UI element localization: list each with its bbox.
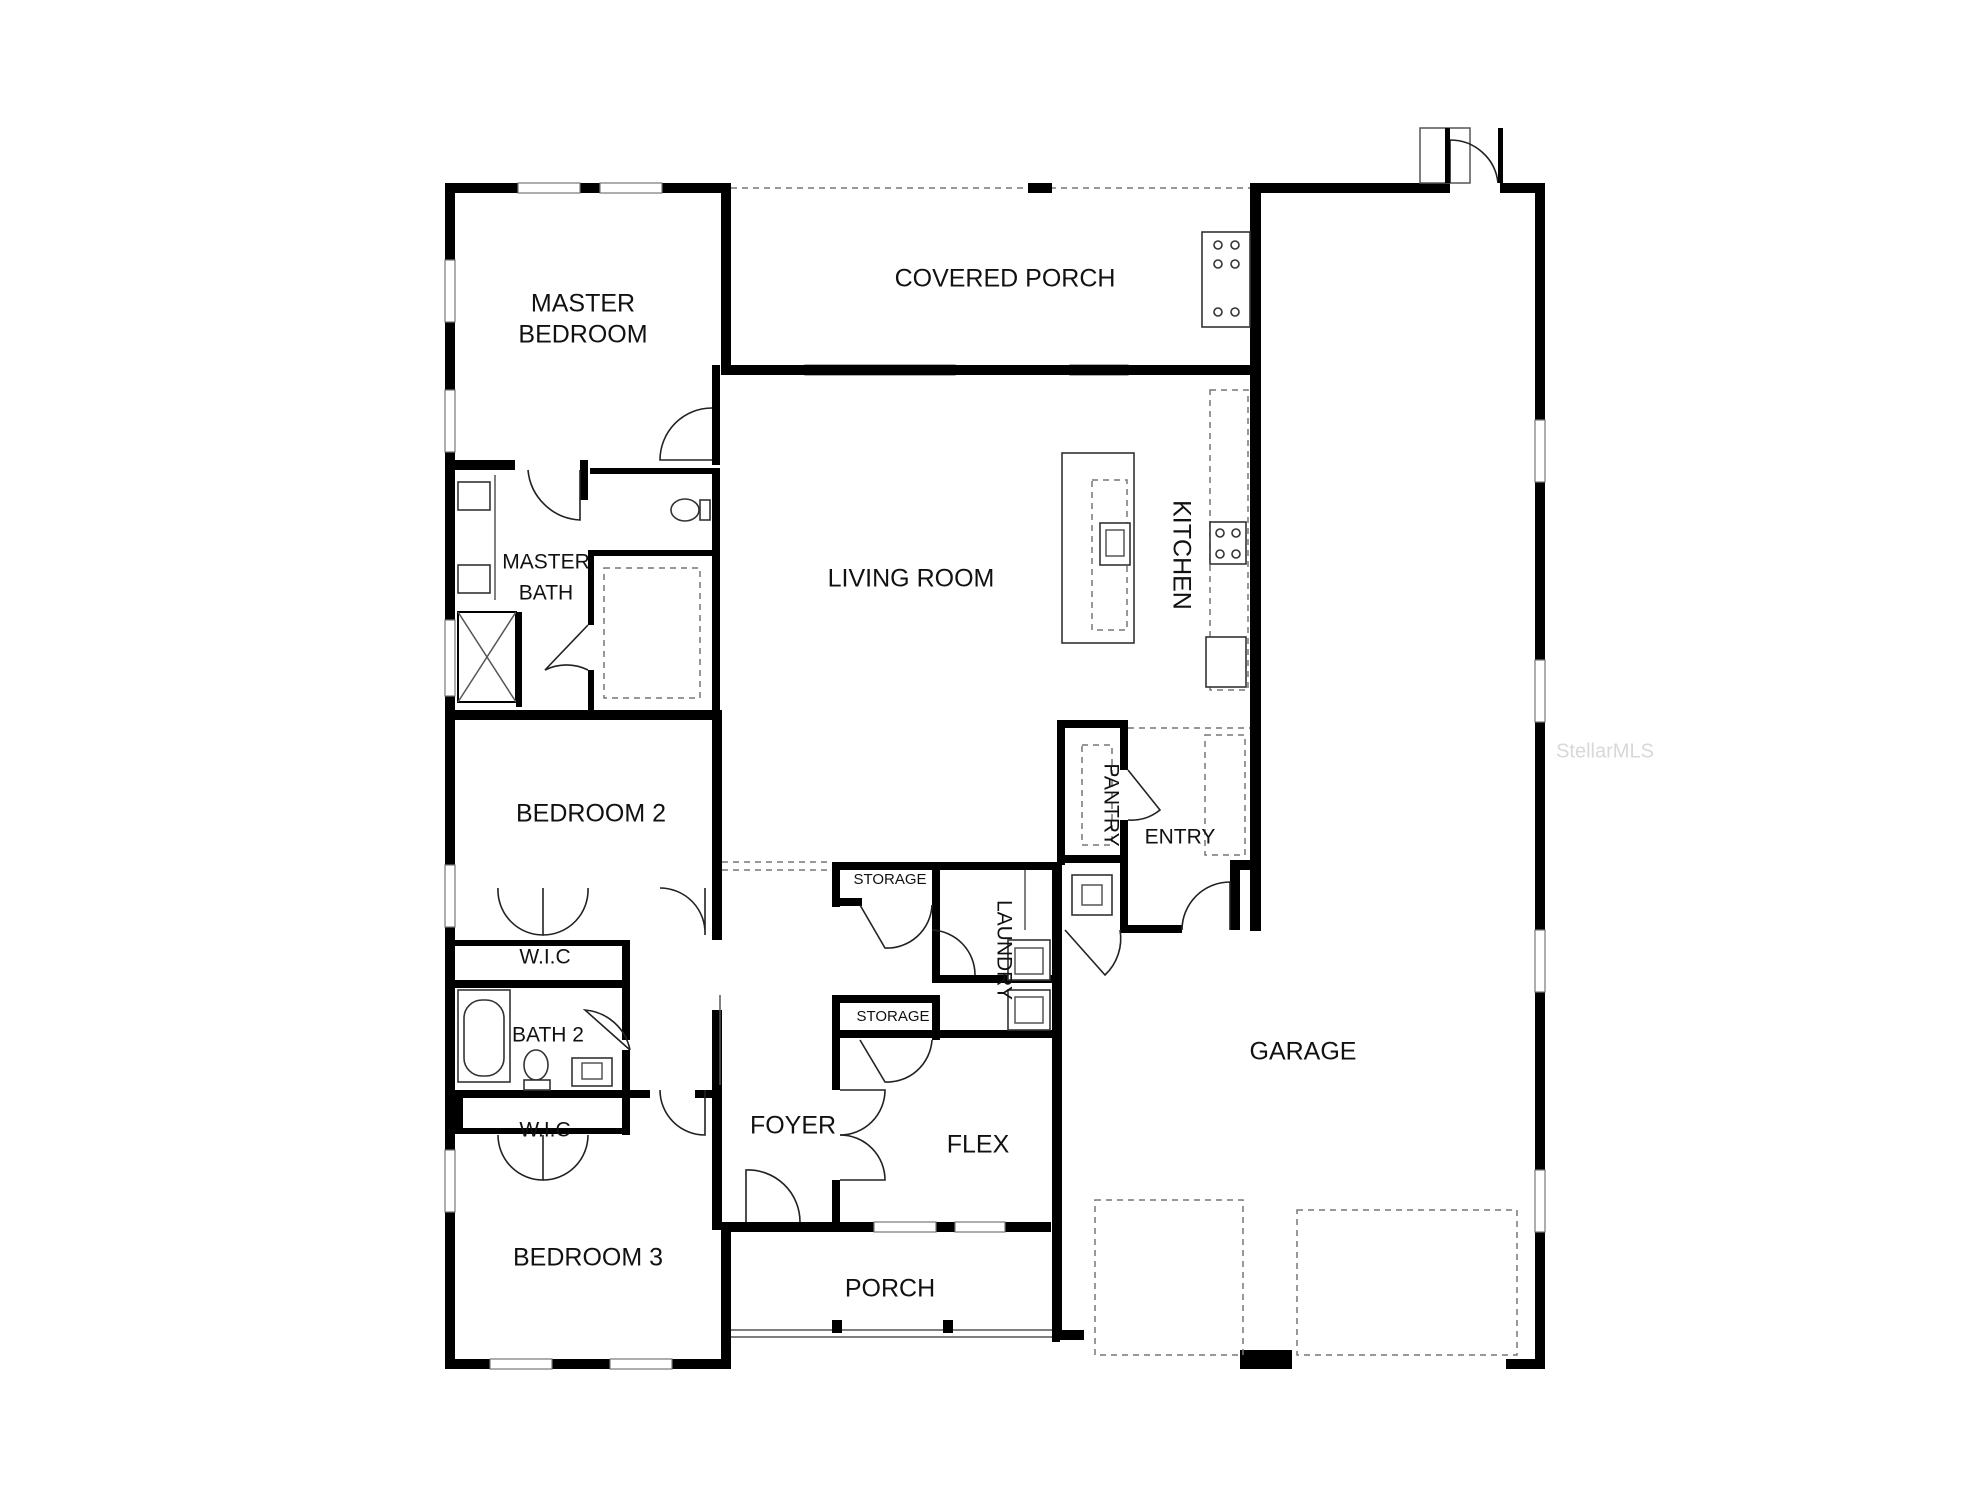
room-labels: COVERED PORCH MASTER BEDROOM MASTER BATH… — [502, 265, 1356, 1303]
label-garage: GARAGE — [1250, 1038, 1357, 1066]
label-flex: FLEX — [947, 1131, 1010, 1159]
label-bath-2: BATH 2 — [512, 1024, 584, 1047]
label-wic-2: W.I.C — [519, 1119, 570, 1142]
interior-walls — [445, 365, 1261, 1342]
label-kitchen: KITCHEN — [1167, 500, 1195, 610]
label-porch: PORCH — [845, 1275, 935, 1303]
windows — [444, 182, 1546, 1370]
label-covered-porch: COVERED PORCH — [895, 265, 1116, 293]
label-laundry: LAUNDRY — [992, 900, 1015, 1000]
label-pantry: PANTRY — [1099, 763, 1122, 846]
label-master-bedroom-line1: MASTER — [531, 290, 635, 318]
label-entry: ENTRY — [1145, 826, 1216, 849]
label-wic-1: W.I.C — [519, 946, 570, 969]
label-master-bath-line1: MASTER — [502, 551, 590, 574]
exterior-walls — [445, 183, 1545, 1369]
label-storage-2: STORAGE — [856, 1008, 929, 1025]
watermark-logo: StellarMLS — [1556, 740, 1654, 762]
label-master-bedroom-line2: BEDROOM — [518, 321, 647, 349]
label-storage-1: STORAGE — [853, 871, 926, 888]
label-foyer: FOYER — [750, 1112, 836, 1140]
doors — [497, 127, 1503, 1223]
fixtures — [457, 231, 1518, 1356]
label-master-bath-line2: BATH — [519, 582, 573, 605]
label-living-room: LIVING ROOM — [828, 565, 995, 593]
label-bedroom-2: BEDROOM 2 — [516, 800, 666, 828]
label-bedroom-3: BEDROOM 3 — [513, 1244, 663, 1272]
